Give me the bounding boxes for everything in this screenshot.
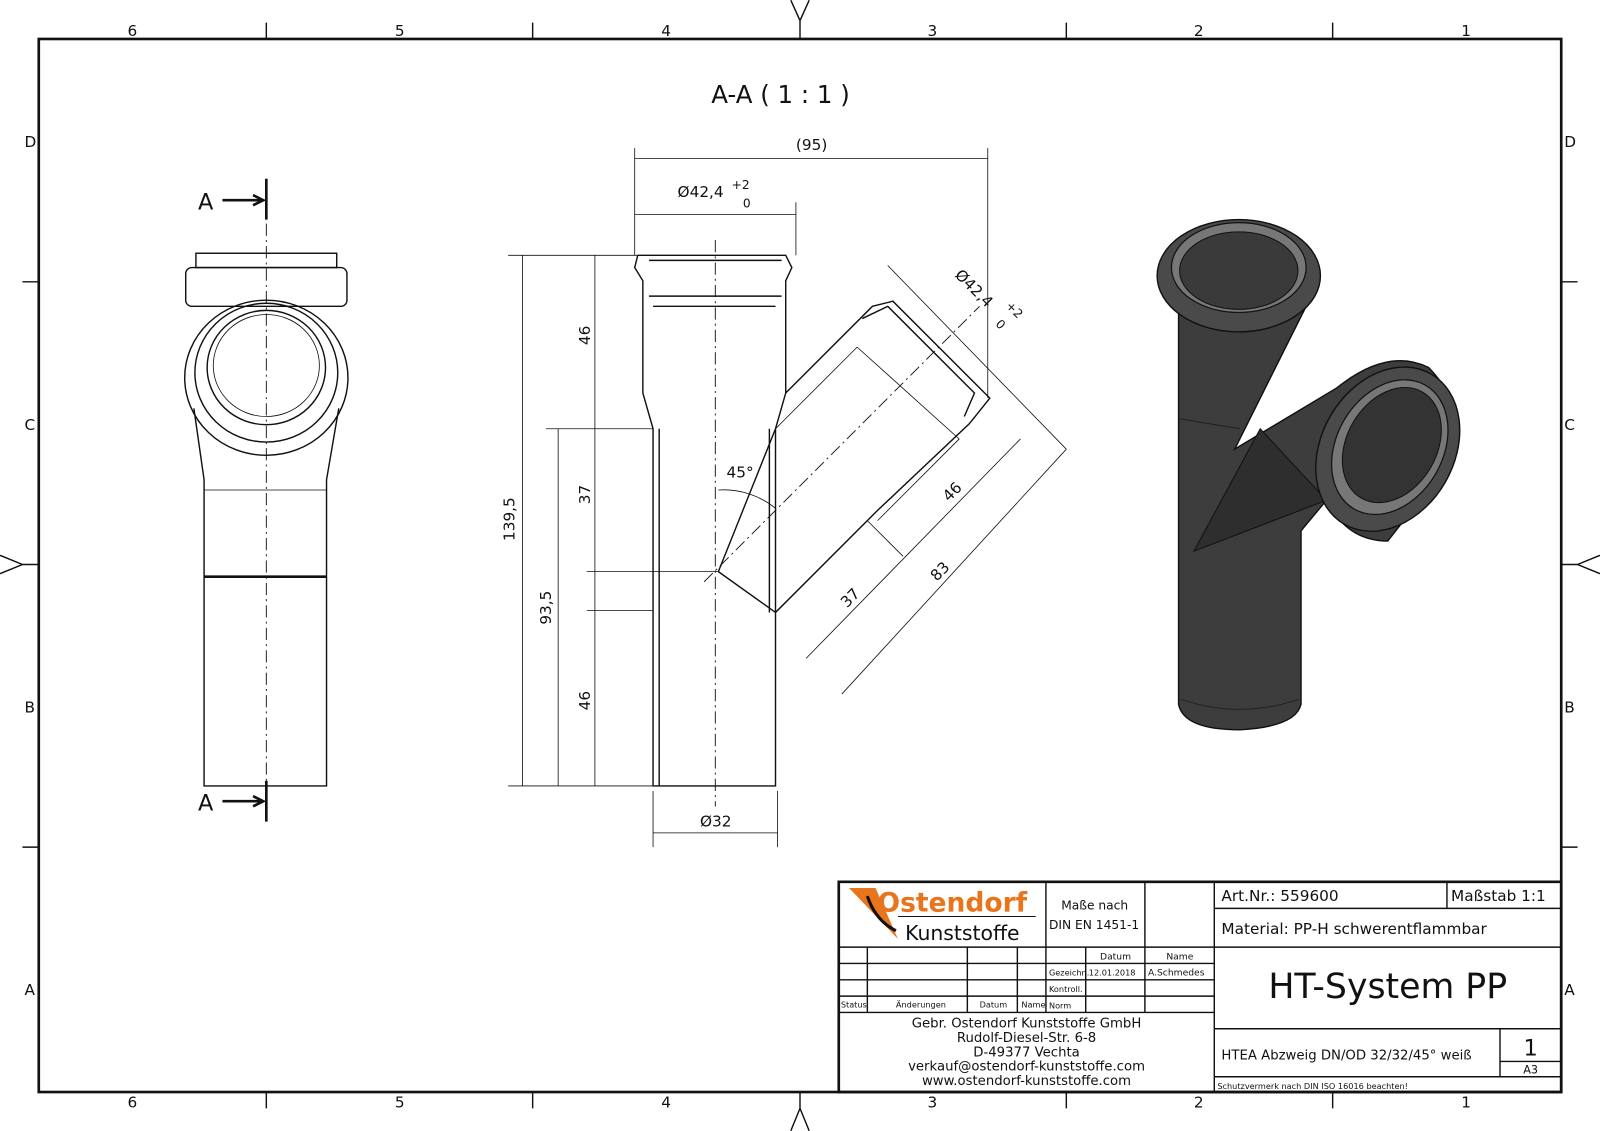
dimension-labels: (95) Ø42,4 +2 0 46 37 139,5 93,5 46 45° …	[500, 136, 1025, 831]
svg-text:0: 0	[743, 196, 751, 210]
svg-text:Ostendorf: Ostendorf	[878, 887, 1028, 918]
svg-text:(95): (95)	[796, 136, 827, 154]
svg-text:B: B	[24, 698, 35, 716]
svg-text:A3: A3	[1523, 1064, 1538, 1077]
company-address: Gebr. Ostendorf Kunststoffe GmbH Rudolf-…	[908, 1017, 1145, 1089]
svg-text:1: 1	[1461, 1093, 1471, 1111]
column-labels: 6 5 4 3 2 1 6 5 4 3 2 1	[128, 22, 1471, 1111]
company-logo: Ostendorf Kunststoffe	[848, 887, 1036, 945]
svg-text:Norm: Norm	[1049, 1000, 1071, 1010]
svg-text:Kunststoffe: Kunststoffe	[905, 921, 1020, 945]
svg-text:Material: PP-H schwerentflammb: Material: PP-H schwerentflammbar	[1221, 920, 1487, 938]
section-marker-bottom: A	[198, 790, 214, 816]
svg-text:Art.Nr.: 559600: Art.Nr.: 559600	[1221, 887, 1338, 905]
svg-text:C: C	[1564, 416, 1575, 434]
svg-text:12.01.2018: 12.01.2018	[1089, 968, 1136, 978]
svg-text:93,5: 93,5	[537, 591, 555, 625]
svg-text:Name: Name	[1021, 999, 1045, 1009]
svg-text:Ø42,4: Ø42,4	[678, 183, 724, 201]
svg-text:1: 1	[1461, 22, 1471, 40]
svg-text:2: 2	[1194, 22, 1204, 40]
svg-text:HTEA Abzweig DN/OD 32/32/45° w: HTEA Abzweig DN/OD 32/32/45° weiß	[1221, 1048, 1471, 1063]
section-view	[508, 148, 1067, 848]
svg-text:Ø42,4: Ø42,4	[951, 266, 996, 311]
svg-text:A: A	[24, 981, 35, 999]
svg-text:Ø32: Ø32	[700, 813, 732, 831]
svg-text:2: 2	[1194, 1093, 1204, 1111]
svg-text:Gebr. Ostendorf Kunststoffe Gm: Gebr. Ostendorf Kunststoffe GmbH	[912, 1017, 1142, 1032]
svg-text:Änderungen: Änderungen	[896, 999, 946, 1009]
side-view: A A	[183, 178, 349, 822]
svg-text:37: 37	[837, 585, 863, 611]
svg-text:Datum: Datum	[980, 999, 1008, 1009]
section-marker-top: A	[198, 189, 214, 215]
svg-text:verkauf@ostendorf-kunststoffe.: verkauf@ostendorf-kunststoffe.com	[908, 1060, 1145, 1075]
svg-text:6: 6	[128, 1093, 138, 1111]
svg-text:Name: Name	[1166, 951, 1193, 962]
svg-text:37: 37	[576, 485, 594, 504]
title-block: Ostendorf Kunststoffe Maße nach DIN EN 1…	[837, 880, 1563, 1094]
svg-text:www.ostendorf-kunststoffe.com: www.ostendorf-kunststoffe.com	[922, 1074, 1131, 1089]
svg-text:Rudolf-Diesel-Str. 6-8: Rudolf-Diesel-Str. 6-8	[957, 1031, 1096, 1046]
svg-text:6: 6	[128, 22, 138, 40]
svg-text:Status: Status	[841, 999, 867, 1009]
svg-text:HT-System PP: HT-System PP	[1268, 967, 1507, 1007]
svg-text:D-49377 Vechta: D-49377 Vechta	[973, 1045, 1080, 1060]
svg-text:4: 4	[661, 1093, 671, 1111]
svg-text:A: A	[1564, 981, 1575, 999]
svg-text:139,5: 139,5	[500, 497, 518, 541]
svg-text:46: 46	[939, 479, 965, 505]
svg-text:Gezeichn.: Gezeichn.	[1049, 968, 1089, 978]
svg-text:3: 3	[928, 1093, 938, 1111]
svg-text:+2: +2	[732, 178, 750, 192]
svg-text:4: 4	[661, 22, 671, 40]
svg-text:DIN EN 1451-1: DIN EN 1451-1	[1049, 918, 1139, 932]
svg-text:3: 3	[928, 22, 938, 40]
svg-text:46: 46	[576, 691, 594, 710]
svg-text:Maße nach: Maße nach	[1061, 898, 1128, 912]
svg-text:C: C	[24, 416, 35, 434]
svg-text:Datum: Datum	[1100, 951, 1131, 962]
svg-text:1: 1	[1523, 1035, 1537, 1061]
svg-text:Maßstab 1:1: Maßstab 1:1	[1451, 887, 1546, 905]
section-title: A-A ( 1 : 1 )	[711, 80, 850, 109]
svg-text:D: D	[24, 133, 36, 151]
svg-text:D: D	[1564, 133, 1576, 151]
svg-text:B: B	[1564, 698, 1575, 716]
svg-text:+2: +2	[1003, 299, 1026, 322]
svg-text:Schutzvermerk nach DIN ISO 160: Schutzvermerk nach DIN ISO 16016 beachte…	[1217, 1081, 1408, 1091]
svg-text:0: 0	[993, 317, 1008, 332]
svg-text:5: 5	[395, 22, 405, 40]
svg-text:Kontroll.: Kontroll.	[1049, 984, 1083, 994]
svg-text:83: 83	[927, 558, 953, 584]
svg-text:46: 46	[576, 326, 594, 345]
row-labels: D C B A D C B A	[24, 133, 1576, 999]
svg-text:A.Schmedes: A.Schmedes	[1148, 968, 1205, 979]
svg-text:5: 5	[395, 1093, 405, 1111]
svg-text:45°: 45°	[727, 464, 754, 482]
render-3d	[1156, 218, 1461, 731]
